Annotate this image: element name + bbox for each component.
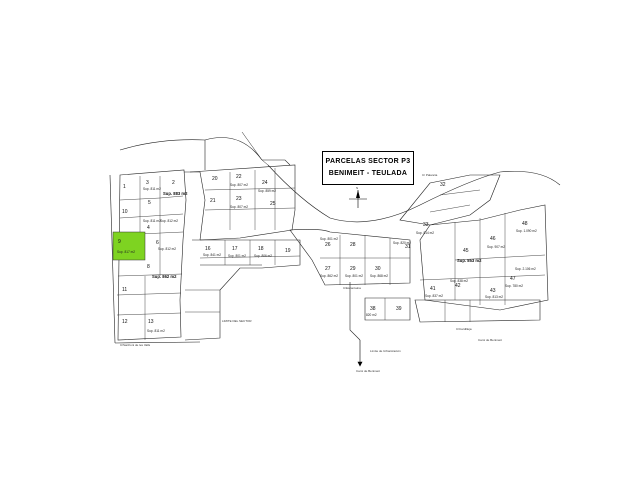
lot-number: 46 bbox=[490, 236, 496, 242]
lot-number: 41 bbox=[430, 286, 436, 292]
lot-number: 29 bbox=[350, 266, 356, 272]
map-title-box: PARCELAS SECTOR P3 BENIMEIT - TEULADA bbox=[322, 151, 414, 185]
lot-area: Sup. 780 m2 bbox=[505, 284, 523, 288]
highlighted-lot-area: Sup. 817 m2 bbox=[117, 250, 135, 254]
lot-number: 47 bbox=[510, 276, 516, 282]
arrow-icon bbox=[357, 340, 363, 367]
lot-number: 48 bbox=[522, 221, 528, 227]
lot-area: Sup. 811 m2 bbox=[147, 329, 165, 333]
lot-area: Sup. 883 m2 bbox=[163, 191, 188, 196]
lot-number: 20 bbox=[212, 176, 218, 182]
lot-area: Sup. 807 m2 bbox=[230, 183, 248, 187]
lot-area: Sup. 907 m2 bbox=[487, 245, 505, 249]
lot-number: 30 bbox=[375, 266, 381, 272]
lot-area: Sup. 820 m2 bbox=[393, 241, 411, 245]
lot-area: Sup. 859 m2 bbox=[258, 189, 276, 193]
lot-labels-right: 32 48 Sup. 1.090 m2 46 Sup. 907 m2 Sup. … bbox=[425, 182, 537, 299]
lot-number: 26 bbox=[325, 242, 331, 248]
lot-number: 25 bbox=[270, 201, 276, 207]
lot-number: 42 bbox=[455, 283, 461, 289]
lot-area: Sup. 837 m2 bbox=[425, 294, 443, 298]
lot-area: 820 m2 bbox=[366, 313, 377, 317]
lot-number: 12 bbox=[122, 319, 128, 325]
compass-icon: N bbox=[349, 186, 367, 208]
limite-sector-label: LIMITE DEL SECTOR bbox=[222, 319, 252, 323]
lot-number: 16 bbox=[205, 246, 211, 252]
street-palancia: C/ Palancia bbox=[422, 173, 438, 177]
lot-number: 5 bbox=[148, 200, 151, 206]
street-escarcaina: C/Escarcaina bbox=[343, 286, 361, 290]
lot-area: Sup. 814 m2 bbox=[416, 231, 434, 235]
compass-label: N bbox=[356, 186, 358, 190]
street-santfroni: C/Sanfroni de les Valls bbox=[120, 343, 151, 347]
lot-area: Sup. 801 m2 bbox=[345, 274, 363, 278]
lot-area: Sup. 801 m2 bbox=[320, 237, 338, 241]
lot-number: 3 bbox=[146, 180, 149, 186]
street-cardilleja: C/Cardilleja bbox=[456, 327, 472, 331]
lot-number: 19 bbox=[285, 248, 291, 254]
lot-number: 13 bbox=[148, 319, 154, 325]
lot-area: Sup. 862 m2 bbox=[320, 274, 338, 278]
lot-number: 27 bbox=[325, 266, 331, 272]
lot-area: Sup. 811 m2 bbox=[143, 219, 161, 223]
lot-area: Sup. 811 m2 bbox=[143, 187, 161, 191]
street-labels: C/ Palancia C/Escarcaina C/Cardilleja Ca… bbox=[120, 173, 502, 373]
lot-labels: 1 3 Sup. 811 m2 2 Sup. 883 m2 10 5 Sup. … bbox=[122, 180, 188, 333]
lot-area: Sup. 806 m2 bbox=[254, 254, 272, 258]
lot-area: Sup. 2.106 m2 bbox=[515, 267, 536, 271]
lot-number: 6 bbox=[156, 240, 159, 246]
street-cami-benimeit: Camí de Benimeit bbox=[478, 338, 502, 342]
lot-area: Sup. 813 m2 bbox=[485, 295, 503, 299]
lot-number: 38 bbox=[370, 306, 376, 312]
street-cami-benimeit-2: Camí de Benimeit bbox=[356, 369, 380, 373]
lot-area: Sup. 801 m2 bbox=[228, 254, 246, 258]
lot-area: Sup. 807 m2 bbox=[230, 205, 248, 209]
lot-number: 8 bbox=[147, 264, 150, 270]
lot-number: 39 bbox=[396, 306, 402, 312]
lot-area: Sup. 868 m2 bbox=[370, 274, 388, 278]
highlighted-lot-number: 9 bbox=[118, 239, 121, 245]
lot-number: 10 bbox=[122, 209, 128, 215]
lot-number: 2 bbox=[172, 180, 175, 186]
lot-number: 28 bbox=[350, 242, 356, 248]
lot-area: Sup. 838 m2 bbox=[450, 279, 468, 283]
lot-area: Sup. 812 m2 bbox=[160, 219, 178, 223]
lot-number: 24 bbox=[262, 180, 268, 186]
boundary-left-block bbox=[117, 169, 187, 341]
lot-labels-center: 26 Sup. 801 m2 28 27 Sup. 862 m2 29 Sup.… bbox=[320, 222, 434, 317]
lot-labels-middle: 20 22 Sup. 807 m2 24 Sup. 859 m2 21 23 S… bbox=[203, 174, 291, 258]
lot-number: 4 bbox=[147, 225, 150, 231]
limite-urbanizacion-label: Límite de Urbanización bbox=[370, 349, 401, 353]
lot-area: Sup. 812 m2 bbox=[158, 247, 176, 251]
lot-number: 11 bbox=[122, 287, 127, 293]
lot-number: 33 bbox=[423, 222, 429, 228]
lot-area: Sup. 853 m2 bbox=[457, 258, 482, 263]
lot-number: 23 bbox=[236, 196, 242, 202]
lot-number: 32 bbox=[440, 182, 446, 188]
lot-number: 21 bbox=[210, 198, 216, 204]
lot-number: 45 bbox=[463, 248, 469, 254]
highlighted-lot-9[interactable] bbox=[112, 231, 146, 261]
map-title-line1: PARCELAS SECTOR P3 bbox=[325, 158, 411, 165]
lot-number: 43 bbox=[490, 288, 496, 294]
lot-number: 17 bbox=[232, 246, 238, 252]
lot-number: 18 bbox=[258, 246, 264, 252]
map-title-line2: BENIMEIT - TEULADA bbox=[328, 170, 408, 177]
lot-area: Sup. 1.090 m2 bbox=[516, 229, 537, 233]
lot-number: 1 bbox=[123, 184, 126, 190]
lot-number: 22 bbox=[236, 174, 242, 180]
lot-area: Sup. 862 m2 bbox=[152, 274, 177, 279]
lot-area: Sup. 841 m2 bbox=[203, 253, 221, 257]
lot-number: 31 bbox=[405, 244, 411, 250]
